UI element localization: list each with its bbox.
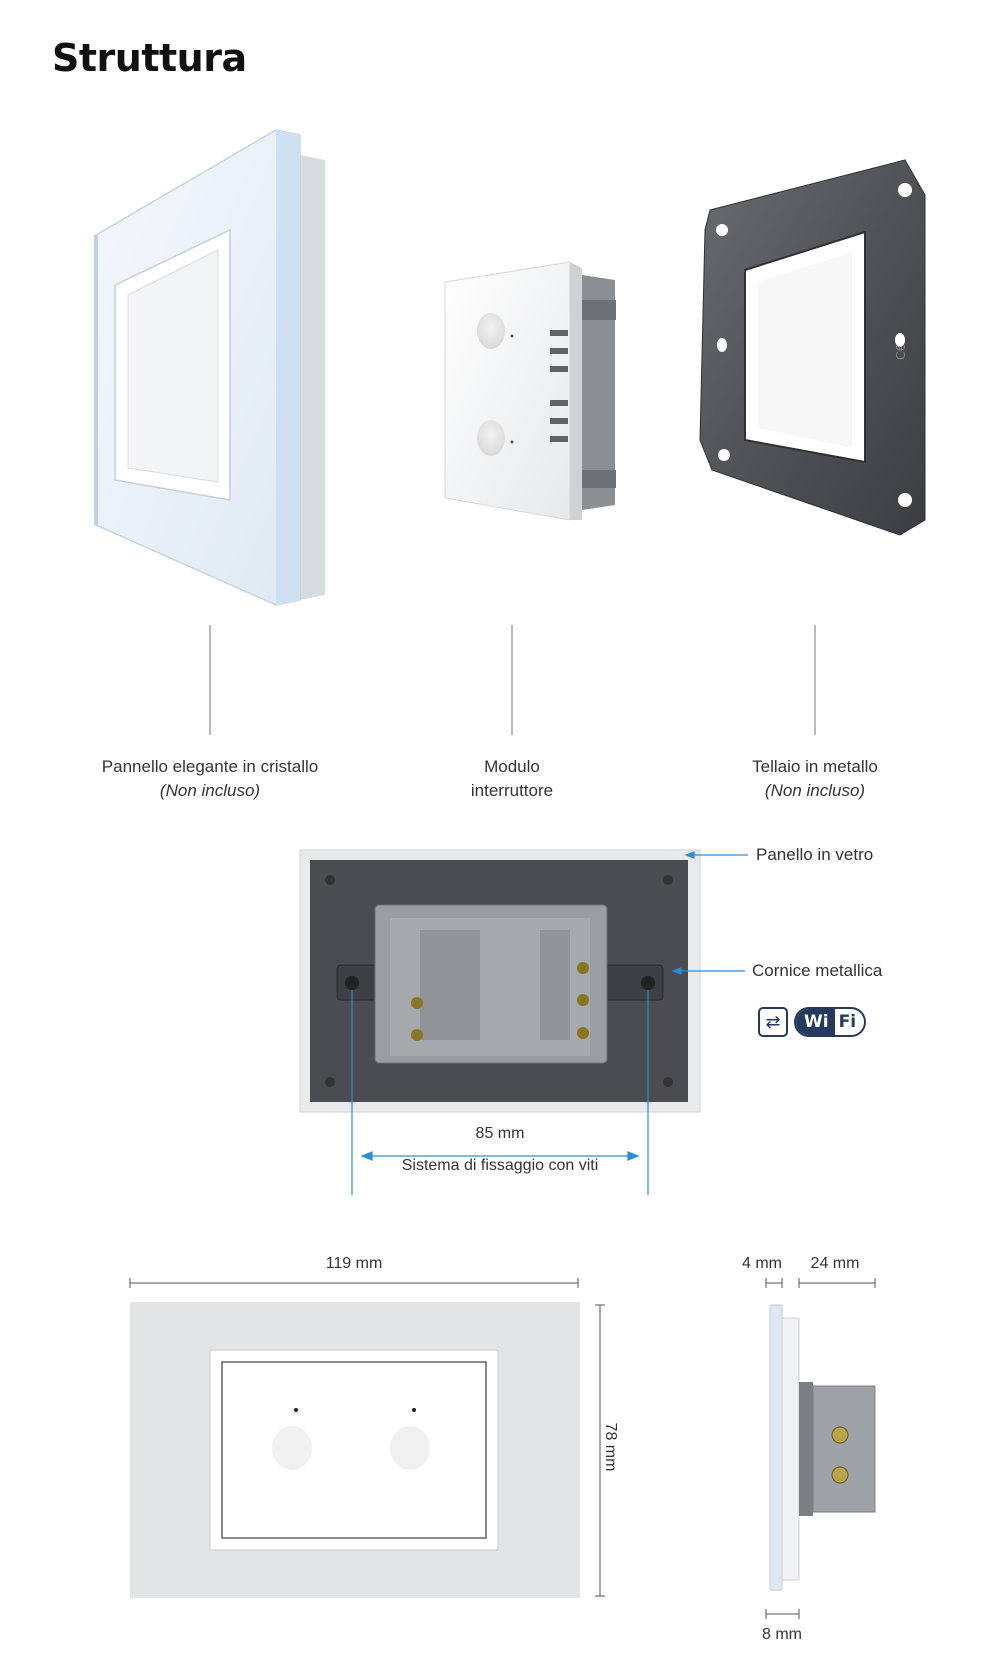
- height-dimension: 78 mm: [602, 1422, 619, 1472]
- wifi-badge-left: Wi: [796, 1009, 835, 1035]
- metal-frame-callout: Cornice metallica: [752, 961, 883, 980]
- wifi-icon: Wi Fi: [794, 1007, 867, 1037]
- frame-marking: C€: [894, 344, 908, 360]
- side-view-illustration: [769, 1304, 876, 1591]
- frame-depth-dimension: 8 mm: [762, 1626, 802, 1643]
- glass-depth-dimension: 4 mm: [742, 1255, 782, 1272]
- metal-frame-label: Tellaio in metallo (Non incluso): [680, 755, 950, 803]
- metal-frame-title: Tellaio in metallo: [752, 757, 878, 776]
- switch-module-title-line2: interruttore: [470, 781, 554, 800]
- switch-module-title: Modulo: [484, 757, 540, 776]
- glass-panel-label: Pannello elegante in cristallo (Non incl…: [60, 755, 360, 803]
- glass-panel-callout: Panello in vetro: [756, 845, 874, 864]
- width-dimension: 119 mm: [325, 1255, 383, 1272]
- page-title: Struttura: [52, 36, 247, 80]
- glass-panel-note: (Non incluso): [159, 781, 261, 800]
- dual-control-icon: ⇄: [758, 1007, 788, 1037]
- switch-module-label: Modulo interruttore: [412, 755, 612, 803]
- wifi-badge-right: Fi: [838, 1012, 857, 1032]
- connectivity-badges: ⇄ Wi Fi: [758, 1006, 867, 1038]
- fixing-system-label: Sistema di fissaggio con viti: [401, 1157, 599, 1174]
- glass-panel-title: Pannello elegante in cristallo: [101, 757, 319, 776]
- module-depth-dimension: 24 mm: [810, 1255, 860, 1272]
- glass-panel-illustration: [94, 129, 325, 606]
- metal-frame-illustration: C€: [699, 159, 926, 536]
- screw-distance: 85 mm: [475, 1125, 525, 1142]
- back-view-illustration: [299, 849, 701, 1113]
- switch-module-illustration: [444, 261, 616, 521]
- front-view-illustration: [130, 1302, 580, 1598]
- metal-frame-note: (Non incluso): [764, 781, 866, 800]
